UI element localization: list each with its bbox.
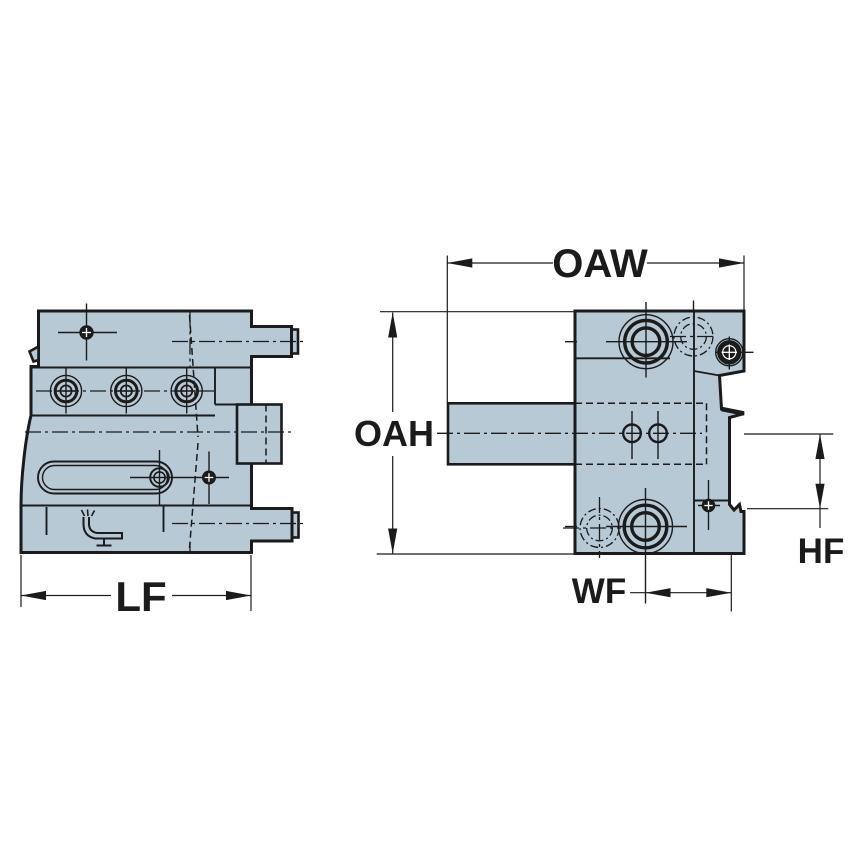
clamp-screw-black [715,336,754,370]
dimension-oaw: OAW [446,242,745,403]
side-block [235,403,283,465]
dimension-wf: WF [572,555,732,612]
clamp-position-icon [80,509,123,547]
dimension-oah: OAH [354,311,575,555]
bottom-phantom-bore [563,497,621,558]
side-view [19,303,306,554]
dimension-label-oah: OAH [354,413,434,454]
side-view-body [19,309,294,554]
arrow-left [21,590,46,601]
top-screw [58,303,117,361]
top-bore [565,302,687,378]
arrow-right [226,590,251,601]
arrow-down [388,528,398,554]
lower-right-screw [698,480,720,530]
clamp-band-lines [31,366,252,417]
dimension-label-hf: HF [798,532,845,571]
arrow-left [645,588,671,598]
top-phantom-bore [670,300,717,357]
left-edge-tab [27,344,40,364]
arrow-right [719,258,744,268]
side-view-centerlines [25,311,306,553]
arrow-down [815,483,825,509]
base-section-lines [21,504,252,535]
clamp-screw-circles [36,368,214,414]
dimension-hf: HF [744,433,845,571]
front-view-structure-lines [575,311,745,554]
arrow-up [815,434,825,459]
dimension-label-wf: WF [572,572,626,611]
front-view [437,300,754,604]
arrow-up [388,312,398,338]
hidden-shaft-lines [575,402,708,466]
arrow-right [706,588,732,598]
dimension-label-lf: LF [115,573,166,620]
dimension-label-oaw: OAW [552,242,648,286]
arrow-left [447,258,473,268]
dimension-lf: LF [20,555,252,620]
lower-screw [202,451,216,504]
bottom-bore [565,488,687,604]
